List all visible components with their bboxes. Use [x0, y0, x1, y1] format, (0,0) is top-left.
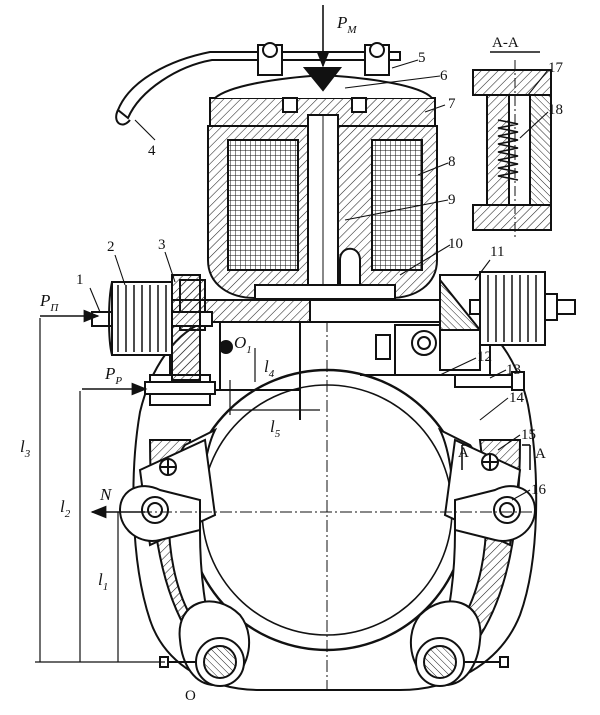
dim-l5-label: l5	[270, 417, 281, 440]
left-spring-coils	[117, 285, 167, 352]
dim-l4-label: l4	[264, 357, 275, 380]
part-label-18: 18	[548, 102, 563, 118]
part-label-13: 13	[506, 362, 521, 378]
section-mark-right: A	[535, 446, 546, 462]
dim-l3-label: l3	[20, 437, 31, 460]
shoe-pins	[141, 453, 521, 524]
left-spring-assembly	[91, 274, 213, 381]
force-arrows	[40, 5, 330, 519]
o1-label: O1	[234, 333, 252, 356]
part-label-2: 2	[107, 239, 115, 255]
section-cut-markers	[461, 444, 531, 470]
part-label-12: 12	[477, 349, 492, 365]
center-lines	[120, 300, 540, 690]
part-label-10: 10	[448, 236, 463, 252]
electromagnet	[207, 73, 438, 301]
part-label-7: 7	[448, 96, 456, 112]
right-spring-assembly	[469, 271, 576, 346]
force-pr-label: PP	[104, 364, 122, 387]
handle	[115, 42, 401, 126]
dimension-labels: l3 l2 l1 l5 l4 O1 O	[20, 333, 281, 704]
pivot-o-label: O	[185, 688, 196, 704]
dim-l1-label: l1	[98, 570, 108, 593]
section-spring	[497, 119, 519, 181]
part-label-6: 6	[440, 68, 448, 84]
part-number-labels: 1 2 3 4 5 6 7 8 9 10 11 12 13 14 15 16 1…	[76, 50, 564, 498]
force-pp-label: PП	[39, 291, 59, 314]
part-label-15: 15	[521, 427, 536, 443]
section-mark-left: A	[458, 445, 469, 461]
section-labels: A-A A A	[458, 35, 546, 462]
dim-l2-label: l2	[60, 497, 71, 520]
section-aa	[472, 51, 552, 240]
leader-lines	[89, 59, 549, 501]
force-labels: PM PП PP N	[39, 13, 357, 504]
part-label-16: 16	[531, 482, 547, 498]
section-title: A-A	[492, 35, 519, 51]
force-pm-label: PM	[336, 13, 357, 36]
part-label-5: 5	[418, 50, 426, 66]
part-label-4: 4	[148, 143, 156, 159]
part-label-17: 17	[548, 60, 564, 76]
part-label-8: 8	[448, 154, 456, 170]
part-label-11: 11	[490, 244, 504, 260]
dimension-lines	[35, 318, 320, 663]
part-label-9: 9	[448, 192, 456, 208]
part-label-1: 1	[76, 272, 84, 288]
force-n-label: N	[99, 485, 113, 504]
part-label-3: 3	[158, 237, 166, 253]
right-spring-coils	[487, 275, 537, 342]
part-label-14: 14	[509, 390, 525, 406]
